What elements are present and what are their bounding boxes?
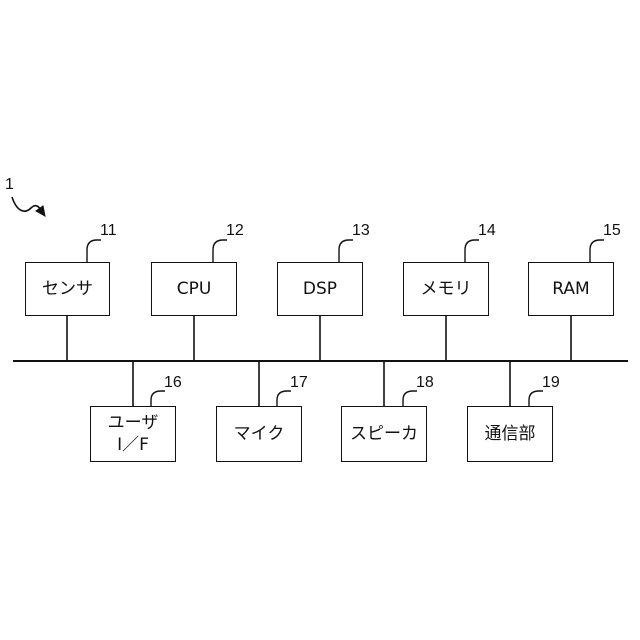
sensor-ref: 11 (100, 222, 117, 240)
sensor-box: センサ (25, 262, 110, 316)
leader-sensor (87, 240, 101, 262)
leader-mic (277, 391, 291, 406)
dsp-ref: 13 (352, 222, 370, 240)
cpu-box: CPU (151, 262, 237, 316)
cpu-ref: 12 (226, 222, 244, 240)
leader-user-if (151, 391, 165, 406)
speaker-ref: 18 (416, 374, 434, 392)
mic-ref: 17 (290, 374, 308, 392)
dsp-box: DSP (277, 262, 363, 316)
leader-ram (590, 240, 604, 262)
leader-cpu (213, 240, 227, 262)
memory-box: メモリ (403, 262, 489, 316)
ram-box: RAM (528, 262, 614, 316)
memory-ref: 14 (478, 222, 496, 240)
leader-dsp (339, 240, 353, 262)
figure-ref-arrow (12, 197, 42, 211)
user-if-ref: 16 (164, 374, 182, 392)
leader-memory (465, 240, 479, 262)
mic-box: マイク (216, 406, 302, 462)
leader-speaker (403, 391, 417, 406)
figure-ref-arrowhead (36, 206, 45, 216)
leader-comm (529, 391, 543, 406)
ram-ref: 15 (603, 222, 621, 240)
speaker-box: スピーカ (341, 406, 427, 462)
comm-ref: 19 (542, 374, 560, 392)
user-if-box: ユーザ I／F (90, 406, 176, 462)
figure-ref-label: 1 (5, 176, 14, 194)
comm-box: 通信部 (467, 406, 553, 462)
